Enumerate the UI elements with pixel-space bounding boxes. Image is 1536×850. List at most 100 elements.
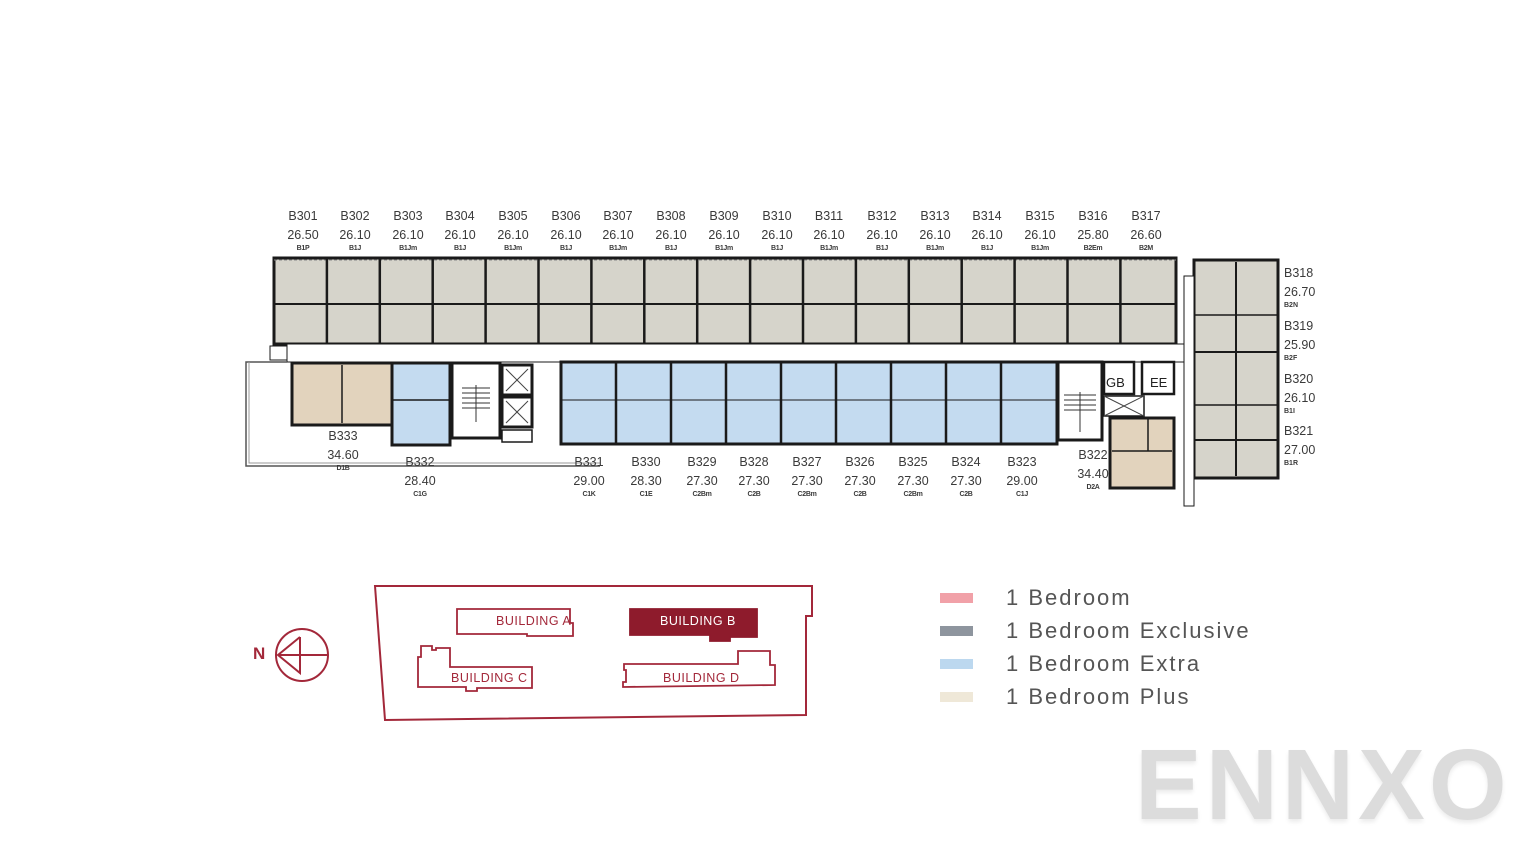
top-wing <box>272 256 1178 346</box>
unit-code: B331 <box>574 455 604 469</box>
unit-area: 26.10 <box>919 228 951 242</box>
legend-swatch <box>940 593 973 603</box>
unit-code: B306 <box>551 209 581 223</box>
legend-swatch <box>940 626 973 636</box>
unit-type: B1Jm <box>609 245 627 252</box>
unit-area: 26.10 <box>339 228 371 242</box>
unit-type: C1E <box>639 491 653 498</box>
unit-code: B312 <box>867 209 897 223</box>
unit-area: 26.10 <box>550 228 582 242</box>
unit-code: B311 <box>814 209 844 223</box>
unit-type: C2Bm <box>903 491 923 498</box>
unit-area: 28.30 <box>630 474 662 488</box>
watermark-logo: ENNXO <box>1135 729 1511 841</box>
unit-type: B1Jm <box>926 245 944 252</box>
unit-type: B1J <box>981 245 993 252</box>
unit-type: B2F <box>1284 355 1298 362</box>
unit-area: 26.10 <box>813 228 845 242</box>
unit-area: 25.80 <box>1077 228 1109 242</box>
unit-type: B1J <box>349 245 361 252</box>
unit-code: B318 <box>1284 266 1314 280</box>
unit-code: B329 <box>687 455 717 469</box>
unit-area: 26.70 <box>1284 285 1316 299</box>
unit-area: 27.30 <box>738 474 770 488</box>
unit-code: B330 <box>631 455 661 469</box>
unit-code: B322 <box>1078 448 1108 462</box>
unit-type: C1K <box>582 491 596 498</box>
unit-code: B319 <box>1284 319 1314 333</box>
unit-area: 29.00 <box>1006 474 1038 488</box>
unit-area: 27.30 <box>791 474 823 488</box>
legend-item-1-bedroom-plus: 1 Bedroom Plus <box>940 684 1191 710</box>
unit-code: B309 <box>709 209 739 223</box>
unit-type: C1J <box>1016 491 1028 498</box>
building-a-label[interactable]: BUILDING A <box>496 614 572 628</box>
unit-code: B321 <box>1284 424 1314 438</box>
legend-label: 1 Bedroom Exclusive <box>1006 618 1251 643</box>
unit-type: C2B <box>853 491 867 498</box>
unit-code: B317 <box>1131 209 1161 223</box>
unit-type: C2B <box>959 491 973 498</box>
unit-code: B314 <box>972 209 1002 223</box>
unit-area: 26.50 <box>287 228 319 242</box>
north-label: N <box>253 644 266 663</box>
unit-type: B1R <box>1284 460 1299 467</box>
unit-area: 27.30 <box>950 474 982 488</box>
legend-swatch <box>940 659 973 669</box>
unit-code: B333 <box>328 429 358 443</box>
unit-code: B304 <box>445 209 475 223</box>
legend-label: 1 Bedroom Extra <box>1006 651 1202 676</box>
right-wing <box>1183 258 1280 507</box>
building-b-label[interactable]: BUILDING B <box>660 614 736 628</box>
unit-code: B302 <box>340 209 370 223</box>
unit-area: 27.30 <box>686 474 718 488</box>
unit-code: B328 <box>739 455 769 469</box>
unit-code: B332 <box>405 455 435 469</box>
unit-code: B326 <box>845 455 875 469</box>
unit-type: B2N <box>1284 302 1299 309</box>
unit-type: B2M <box>1139 245 1153 252</box>
unit-area: 26.10 <box>497 228 529 242</box>
building-d-label[interactable]: BUILDING D <box>663 671 740 685</box>
unit-area: 26.10 <box>392 228 424 242</box>
unit-code: B313 <box>920 209 950 223</box>
building-c-label[interactable]: BUILDING C <box>451 671 528 685</box>
key-plan <box>275 585 813 722</box>
unit-type: C2Bm <box>692 491 712 498</box>
unit-area: 26.60 <box>1130 228 1162 242</box>
